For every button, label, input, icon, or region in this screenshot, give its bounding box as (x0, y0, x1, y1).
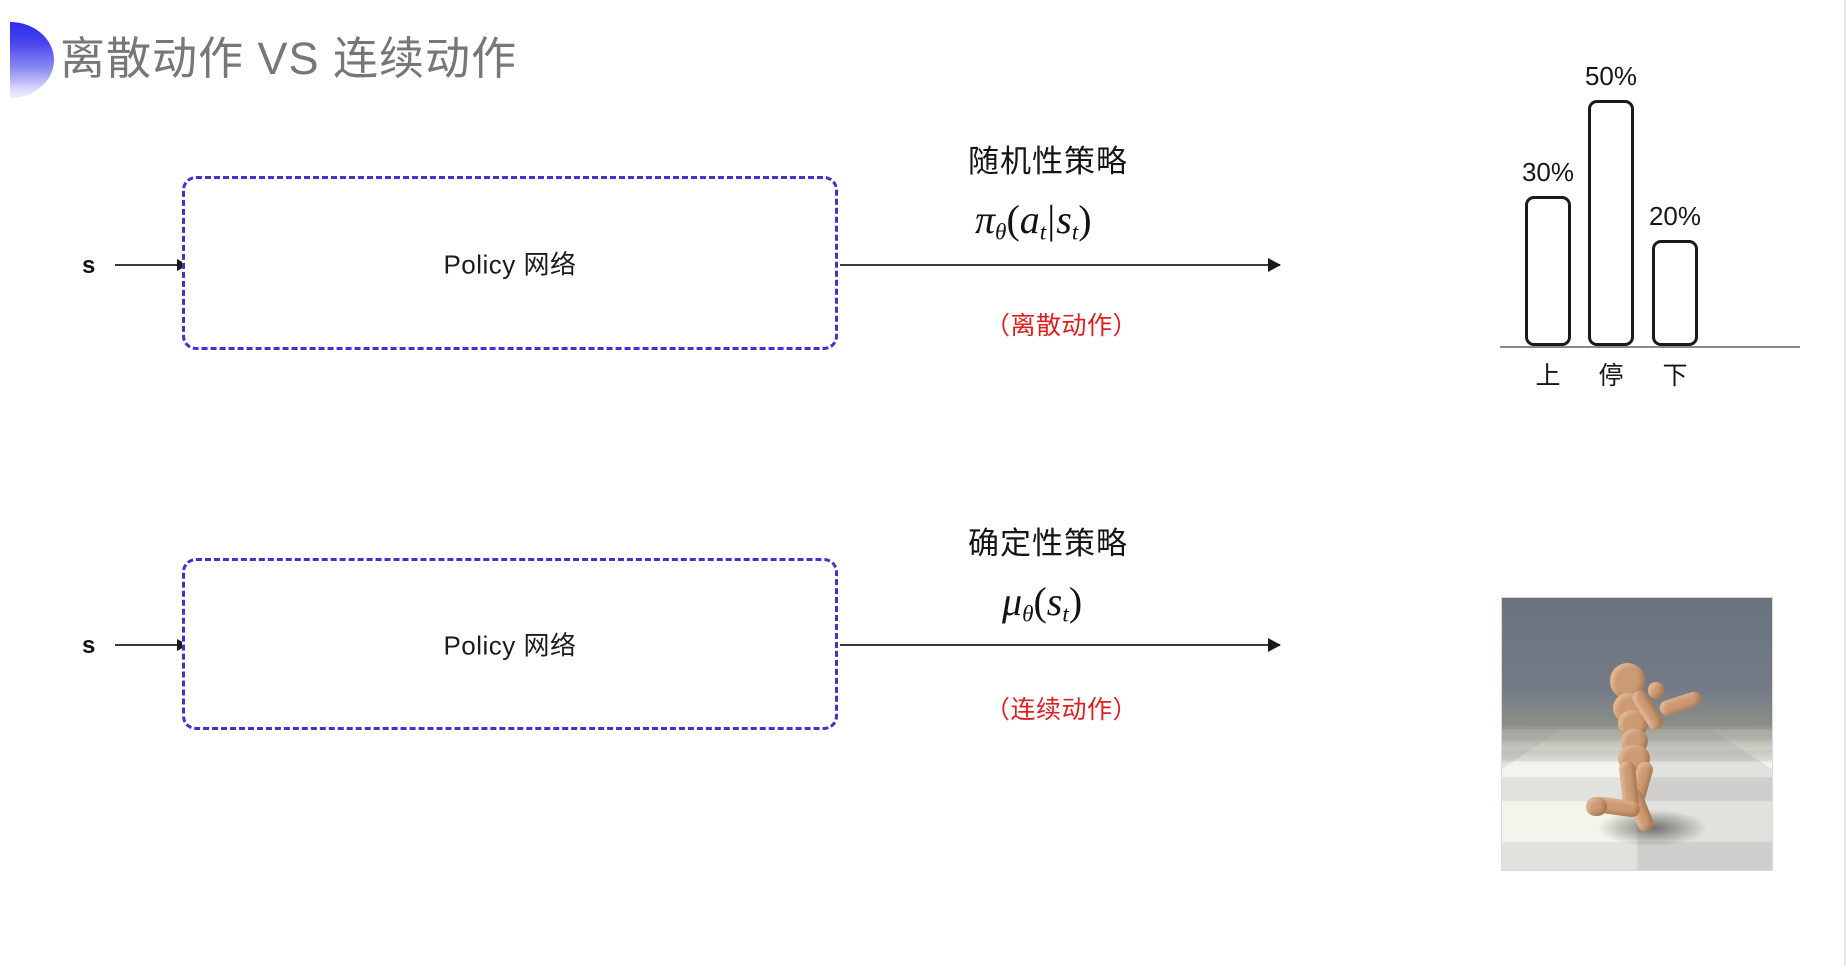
policy-network-label-continuous: Policy 网络 (443, 630, 577, 661)
bar-category-down: 下 (1662, 362, 1688, 390)
bar-category-stop: 停 (1598, 362, 1624, 390)
formula-close-paren: ) (1078, 197, 1092, 242)
formula-arg-state-subscript: t (1071, 219, 1079, 246)
formula-arg-state-subscript-2: t (1062, 601, 1069, 628)
page-title: 离散动作 VS 连续动作 (60, 33, 518, 84)
policy-network-label-discrete: Policy 网络 (443, 249, 577, 280)
formula-arg-action: a (1019, 197, 1040, 242)
bar-rect-up (1525, 196, 1571, 346)
bar-rect-down (1652, 240, 1698, 346)
policy-network-box-continuous[interactable]: Policy 网络 (182, 558, 838, 730)
formula-fn-subscript-theta-2: θ (1022, 601, 1034, 628)
bar-value-stop: 50% (1584, 61, 1638, 91)
formula-conditional-bar: | (1047, 197, 1056, 242)
formula-close-paren-2: ) (1068, 579, 1083, 624)
deterministic-policy-caption: 确定性策略 (968, 526, 1128, 561)
formula-fn-mu: μ (1002, 579, 1023, 624)
bar-value-up: 30% (1521, 157, 1575, 187)
stochastic-policy-caption: 随机性策略 (968, 144, 1128, 179)
bar-value-down: 20% (1648, 201, 1702, 231)
simulation-ground-shadow (1599, 810, 1708, 846)
arrow-state-to-policy-discrete (115, 264, 187, 266)
formula-fn-subscript-theta: θ (995, 219, 1007, 246)
humanoid-right-foot (1585, 796, 1608, 816)
slide-right-edge-rule (1844, 0, 1846, 966)
stochastic-policy-formula: πθ(at|st) (975, 196, 1092, 246)
arrow-policy-to-output-discrete (840, 264, 1280, 266)
bar-category-up: 上 (1535, 362, 1561, 390)
bar-group-stop: 50% 停 (1585, 61, 1637, 390)
arrow-policy-to-output-continuous (840, 644, 1280, 646)
action-probability-bar-chart: 30% 上 50% 停 20% 下 (1500, 61, 1830, 396)
discrete-action-note: （离散动作） (985, 312, 1139, 340)
humanoid-right-hand (1647, 682, 1664, 699)
bar-group-down: 20% 下 (1649, 201, 1701, 390)
arrow-state-to-policy-continuous (115, 644, 187, 646)
formula-arg-state-2: s (1046, 579, 1063, 624)
bar-rect-stop (1588, 100, 1634, 346)
formula-fn-pi: π (975, 197, 996, 242)
formula-arg-state: s (1056, 197, 1072, 242)
humanoid-simulation-image (1502, 598, 1772, 870)
policy-network-box-discrete[interactable]: Policy 网络 (182, 176, 838, 350)
state-label-continuous: s (82, 632, 96, 659)
deterministic-policy-formula: μθ(st) (1002, 578, 1082, 628)
chart-baseline-axis (1500, 346, 1800, 348)
formula-open-paren: ( (1006, 197, 1020, 242)
bar-group-up: 30% 上 (1522, 157, 1574, 390)
formula-open-paren-2: ( (1033, 579, 1047, 624)
formula-arg-action-subscript: t (1039, 219, 1047, 246)
state-label-discrete: s (82, 252, 96, 279)
title-bullet-decoration-icon (10, 22, 54, 98)
continuous-action-note: （连续动作） (985, 696, 1139, 724)
